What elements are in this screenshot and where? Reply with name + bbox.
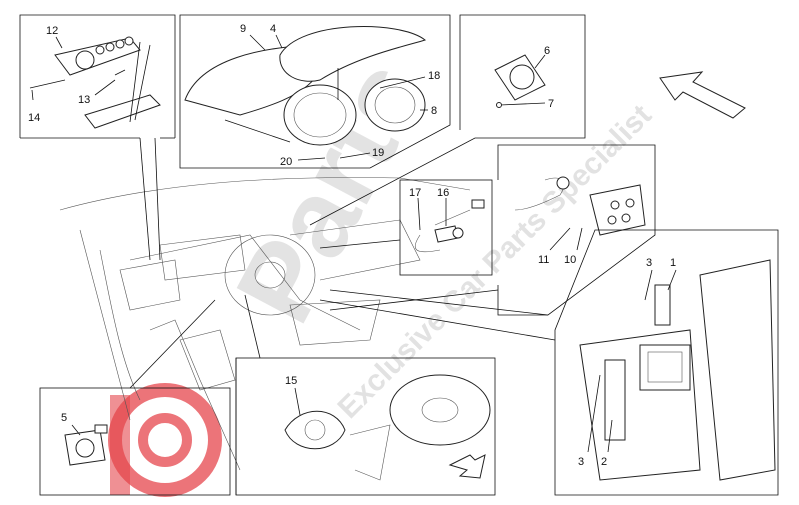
callout-3-bottom[interactable]: 3 bbox=[578, 456, 584, 468]
dashboard-outline bbox=[59, 177, 471, 471]
callout-18[interactable]: 18 bbox=[428, 70, 440, 82]
callout-16[interactable]: 16 bbox=[437, 187, 449, 199]
callout-15[interactable]: 15 bbox=[285, 375, 297, 387]
callout-5[interactable]: 5 bbox=[61, 412, 67, 424]
panel-center-console bbox=[319, 229, 779, 496]
callout-6[interactable]: 6 bbox=[544, 45, 550, 57]
callout-7[interactable]: 7 bbox=[548, 98, 554, 110]
callout-1[interactable]: 1 bbox=[670, 257, 676, 269]
callout-4[interactable]: 4 bbox=[270, 23, 276, 35]
panel-clock bbox=[309, 14, 586, 226]
callout-11[interactable]: 11 bbox=[538, 254, 549, 266]
panel-switch-module bbox=[19, 14, 176, 261]
panel-sensor bbox=[319, 179, 493, 276]
panel-steering-column bbox=[235, 294, 496, 496]
callout-17[interactable]: 17 bbox=[409, 187, 421, 199]
callout-12[interactable]: 12 bbox=[46, 25, 58, 37]
callout-20[interactable]: 20 bbox=[280, 156, 292, 168]
callout-2[interactable]: 2 bbox=[601, 456, 607, 468]
callout-13[interactable]: 13 bbox=[78, 94, 90, 106]
callout-8[interactable]: 8 bbox=[431, 105, 437, 117]
callout-3-top[interactable]: 3 bbox=[646, 257, 652, 269]
panel-instrument-cluster bbox=[179, 14, 451, 169]
watermark-logo-icon bbox=[108, 383, 222, 497]
panel-switch-block bbox=[329, 144, 656, 316]
callout-14[interactable]: 14 bbox=[28, 112, 40, 124]
callout-19[interactable]: 19 bbox=[372, 147, 384, 159]
callout-9[interactable]: 9 bbox=[240, 23, 246, 35]
direction-arrow-icon bbox=[659, 71, 746, 119]
callout-10[interactable]: 10 bbox=[564, 254, 576, 266]
panel-light-switch bbox=[39, 299, 231, 496]
